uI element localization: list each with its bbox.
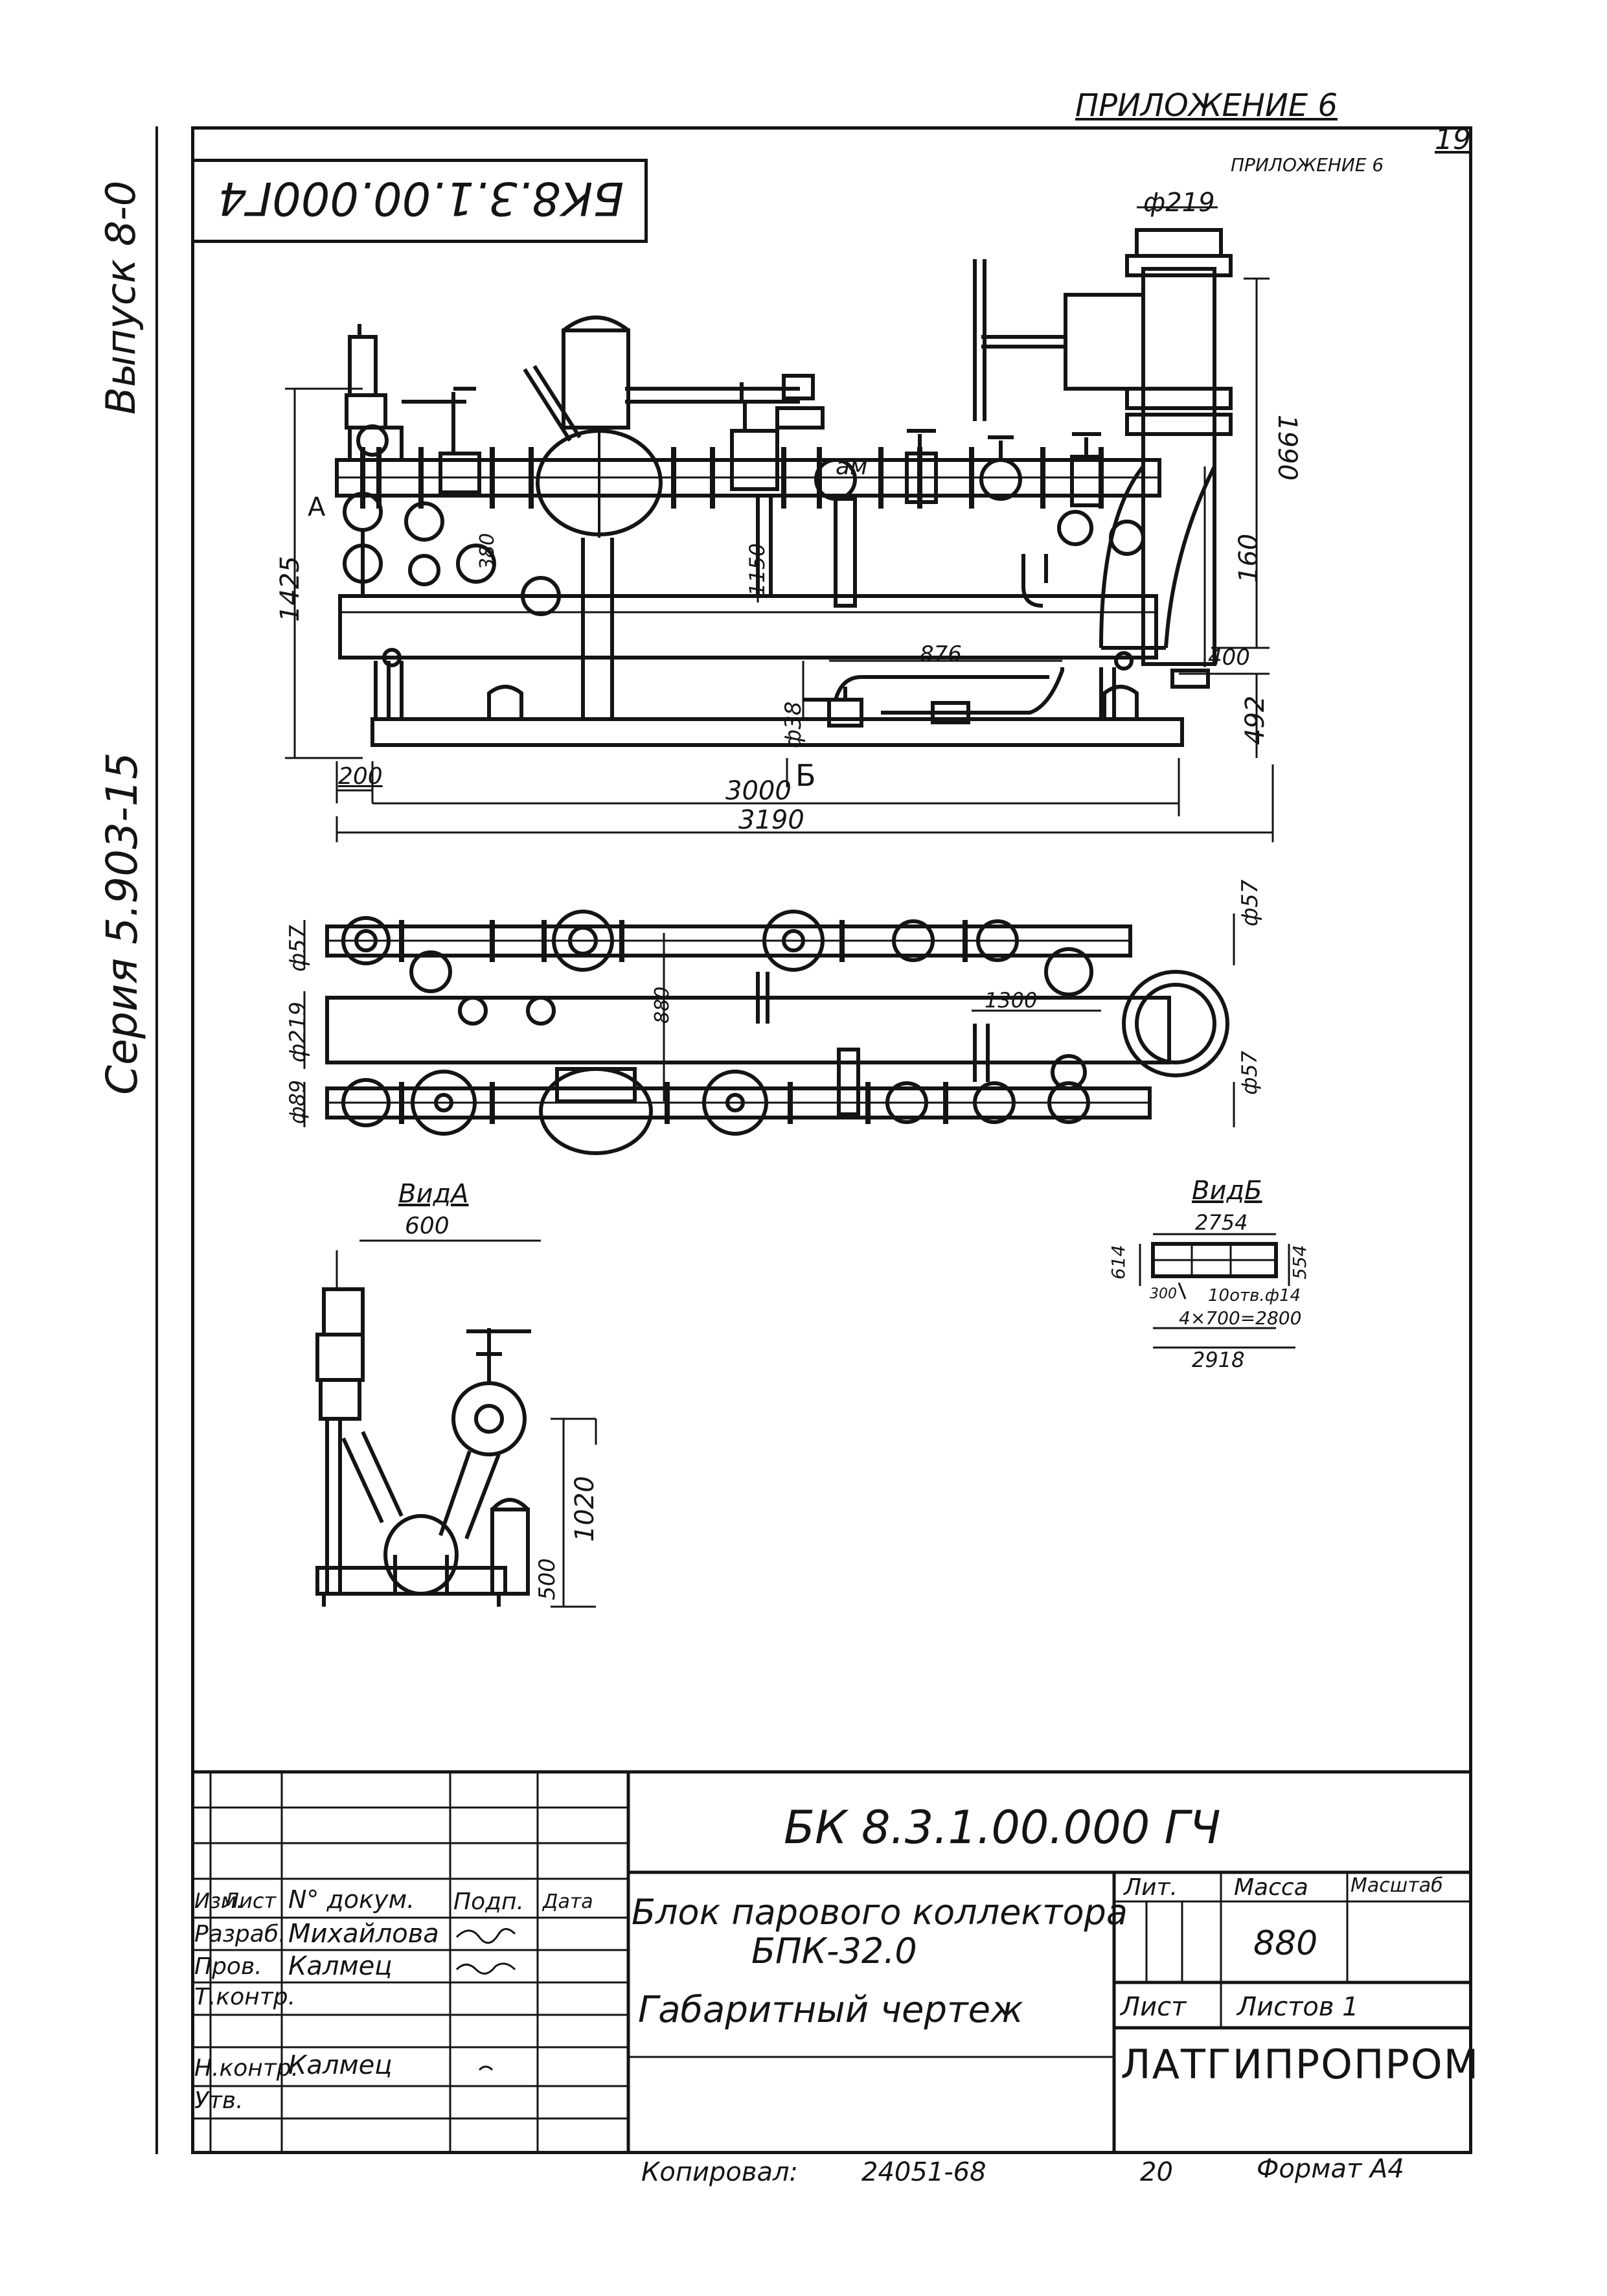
col-izm: Изм. [194, 1888, 244, 1913]
prov-name: Калмец [288, 1951, 393, 1981]
row-razrab: Разраб. [194, 1921, 286, 1947]
dim-w3000: 3000 [725, 776, 792, 806]
view-b [1139, 1233, 1295, 1349]
dim-l1300: 1300 [985, 988, 1038, 1013]
mass-value: 880 [1253, 1924, 1318, 1963]
dim-w200: 200 [338, 763, 383, 790]
sheet-label: Лист [1121, 1992, 1187, 2022]
drawing-code: БК 8.3.1.00.000 ГЧ [784, 1801, 1221, 1854]
col-sign: Подп. [453, 1888, 524, 1915]
dim-w3190: 3190 [738, 805, 804, 835]
elevation-view [285, 206, 1274, 842]
appendix-label: ПРИЛОЖЕНИЕ 6 [1075, 87, 1338, 124]
row-nkontr: Н.контр. [194, 2055, 299, 2082]
code-box [194, 159, 648, 243]
sheets-label: Листов 1 [1237, 1992, 1359, 2022]
sheet-number: 19 [1435, 123, 1471, 156]
dim-w300: 300 [1150, 1286, 1177, 1302]
view-a [315, 1239, 597, 1608]
product-name: Блок парового коллектора [632, 1892, 1128, 1933]
row-prov: Пров. [194, 1953, 262, 1980]
plan-view [303, 910, 1235, 1155]
col-list: Лист [223, 1888, 277, 1913]
view-a-title: ВидА [398, 1179, 469, 1209]
order-number: 24051-68 [861, 2157, 986, 2187]
format-label: Формат А4 [1257, 2154, 1404, 2184]
footer-20: 20 [1140, 2157, 1173, 2187]
col-doc: N° докум. [288, 1885, 415, 1914]
mass-label: Масса [1234, 1874, 1308, 1901]
scale-label: Масштаб [1351, 1874, 1443, 1897]
col-date: Дата [543, 1890, 593, 1913]
signature-razrab [455, 1928, 516, 1944]
appendix-small: ПРИЛОЖЕНИЕ 6 [1231, 154, 1384, 176]
copied-label: Копировал: [641, 2157, 799, 2187]
signature-nkontr [478, 2065, 494, 2071]
dim-holes: 10отв.ф14 [1208, 1286, 1301, 1305]
view-b-title: ВидБ [1192, 1176, 1262, 1206]
label-am: ам [836, 453, 868, 480]
nkontr-name: Калмец [288, 2050, 393, 2080]
organization: ЛАТГИПРОПРОМ [1121, 2041, 1480, 2088]
dim-h400: 400 [1208, 645, 1250, 671]
doc-type: Габаритный чертеж [638, 1989, 1023, 2031]
dim-pitch: 4×700=2800 [1179, 1307, 1302, 1329]
dim-w2754: 2754 [1195, 1210, 1248, 1235]
row-utv: Утв. [194, 2087, 244, 2114]
label-a: А [308, 492, 326, 522]
dim-d219-top: ф219 [1143, 188, 1215, 218]
mark-b: Б [795, 758, 816, 793]
product-code: БПК-32.0 [751, 1931, 917, 1971]
lit-label: Лит. [1124, 1874, 1178, 1901]
dim-l876: 876 [920, 641, 962, 667]
razrab-name: Михайлова [288, 1919, 439, 1949]
dim-w600: 600 [405, 1213, 450, 1239]
dim-w2918: 2918 [1192, 1348, 1245, 1372]
signature-prov [455, 1962, 516, 1975]
row-tkontr: Т.контр. [194, 1984, 296, 2010]
margin-line [155, 126, 158, 2154]
sheet-frame [191, 126, 1472, 2154]
